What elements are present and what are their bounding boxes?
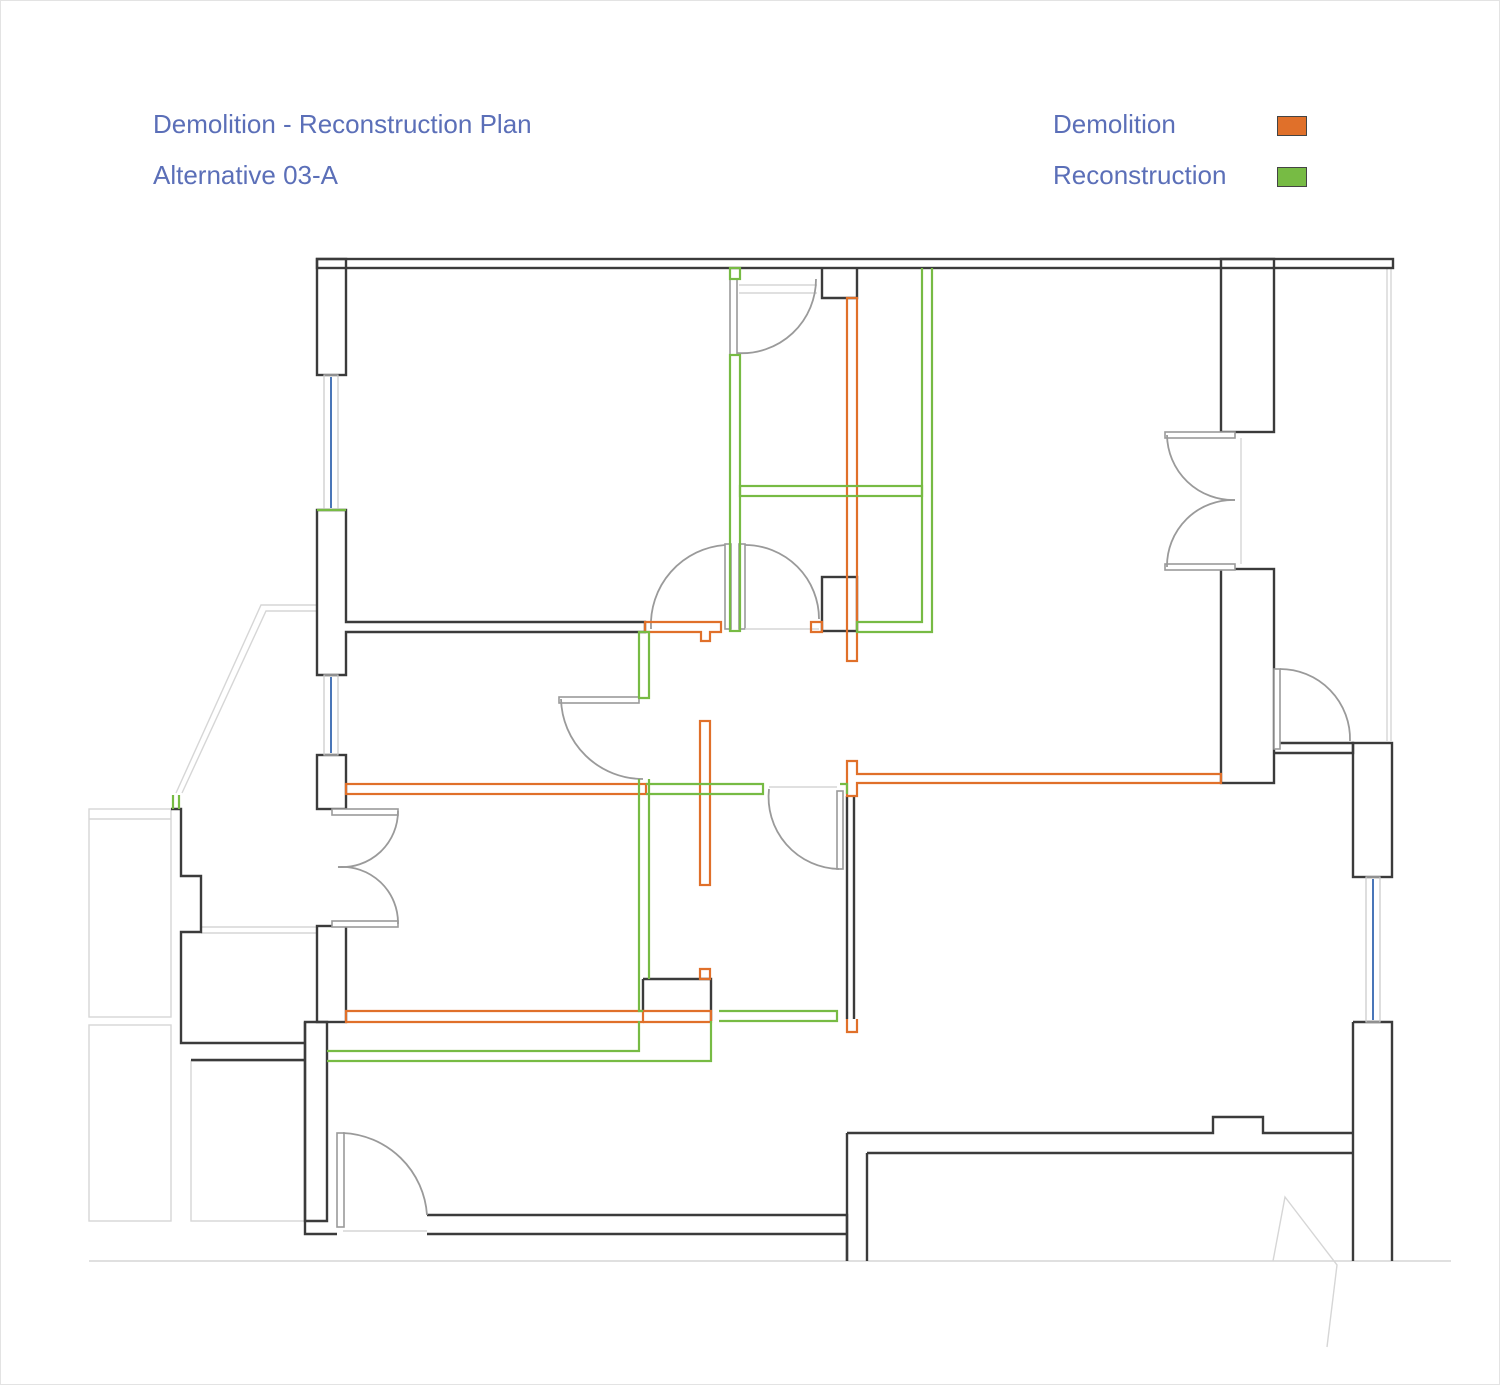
demolition-walls (344, 296, 1223, 1034)
legend-swatch-demolition (1277, 116, 1307, 136)
windows (323, 374, 1381, 1023)
existing-walls (171, 257, 1395, 1261)
reconstruction-walls (171, 266, 934, 1063)
legend-label-reconstruction: Reconstruction (1053, 160, 1227, 190)
context-lines (88, 269, 1451, 1348)
plan-subtitle: Alternative 03-A (153, 160, 338, 190)
legend-label-demolition: Demolition (1053, 109, 1176, 139)
doors (331, 278, 1351, 1232)
plan-title: Demolition - Reconstruction Plan (153, 109, 532, 139)
legend-swatch-reconstruction (1277, 167, 1307, 187)
